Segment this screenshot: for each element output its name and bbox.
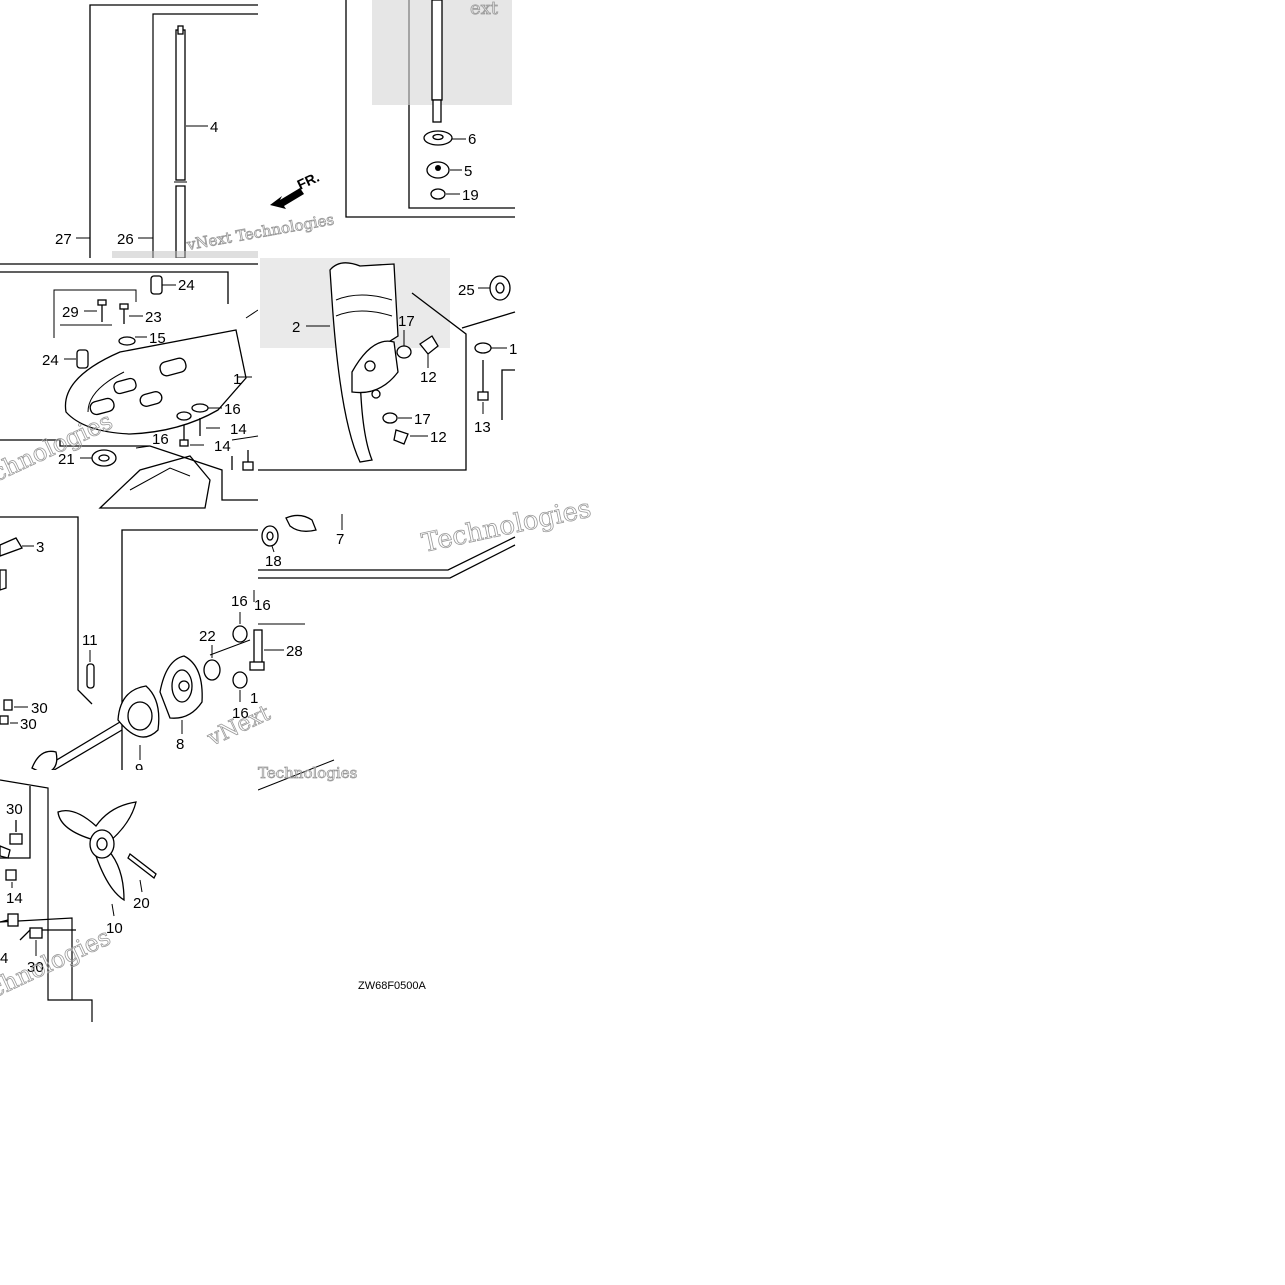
drawing-code: ZW68F0500A <box>358 980 427 992</box>
callout-30-c: 30 <box>6 801 23 818</box>
callout-30: 30 <box>31 700 48 717</box>
callout-14-b: 14 <box>214 438 231 455</box>
callout-4: 4 <box>210 119 218 136</box>
callout-14-c: 14 <box>6 890 23 907</box>
callout-30-b: 30 <box>20 716 37 733</box>
callout-30-d: 30 <box>27 959 44 976</box>
watermark-text: Technologies <box>258 764 357 782</box>
callout-26: 26 <box>117 231 134 248</box>
callout-16-b: 16 <box>152 431 169 448</box>
callout-24: 24 <box>178 277 195 294</box>
callout-14: 14 <box>230 421 247 438</box>
callout-16-c: 16 <box>231 593 248 610</box>
callout-10: 10 <box>106 920 123 937</box>
callout-12-b: 12 <box>430 429 447 446</box>
callout-4-b: 4 <box>0 950 8 967</box>
callout-21: 21 <box>58 451 75 468</box>
callout-11: 11 <box>82 632 98 649</box>
callout-17-b: 17 <box>414 411 431 428</box>
callout-29: 29 <box>62 304 79 321</box>
callout-3: 3 <box>36 539 44 556</box>
callout-12: 12 <box>420 369 437 386</box>
callout-1-b: 1 <box>509 341 517 358</box>
tile-propeller: 30 14 4 30 10 20 chnologies <box>0 770 258 1025</box>
callout-25: 25 <box>458 282 475 299</box>
callout-1: 1 <box>233 371 241 388</box>
callout-8: 8 <box>176 736 184 753</box>
callout-6: 6 <box>468 131 476 148</box>
tile-drive-shaft: 4 27 26 FR. vNext Technologies <box>0 0 336 259</box>
callout-22: 22 <box>199 628 216 645</box>
callout-27: 27 <box>55 231 72 248</box>
callout-15: 15 <box>149 330 166 347</box>
tile-pump-bolts: 18 7 Technologies 16 28 1 Technologies <box>249 493 594 791</box>
callout-19: 19 <box>462 187 479 204</box>
callout-13: 13 <box>474 419 491 436</box>
callout-16: 16 <box>224 401 241 418</box>
tile-gear-set: ext 6 5 19 <box>345 0 515 218</box>
callout-5: 5 <box>464 163 472 180</box>
callout-7: 7 <box>336 531 344 548</box>
tile-base-plate: 24 29 23 15 24 1 16 14 <box>0 258 259 514</box>
callout-24-b: 24 <box>42 352 59 369</box>
callout-18: 18 <box>265 553 282 570</box>
callout-23: 23 <box>145 309 162 326</box>
callout-17: 17 <box>398 313 415 330</box>
tile-water-pump: 3 11 30 30 9 8 22 16 16 <box>0 514 275 778</box>
watermark-text: ext <box>470 0 499 19</box>
callout-9: 9 <box>135 761 143 778</box>
callout-20: 20 <box>133 895 150 912</box>
callout-2: 2 <box>292 319 300 336</box>
callout-28: 28 <box>286 643 303 660</box>
front-marker: FR. <box>295 169 322 193</box>
callout-16-e: 16 <box>254 597 271 614</box>
callout-16-d: 16 <box>232 705 249 722</box>
callout-1-c: 1 <box>250 690 258 707</box>
tile-gear-case: 2 17 12 17 12 25 1 13 <box>231 258 517 514</box>
front-arrow-icon <box>270 188 304 209</box>
